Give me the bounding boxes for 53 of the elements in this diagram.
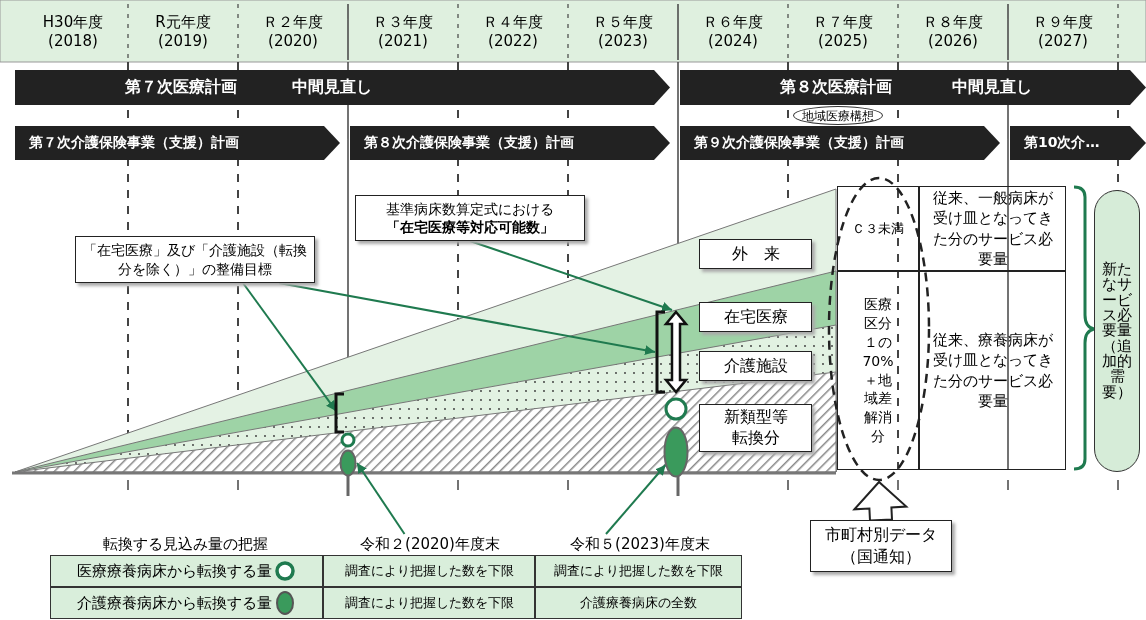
plan-banner [15, 70, 670, 105]
callout-box: 「在宅医療」及び「介護施設（転換分を除く）」の整備目標 [75, 236, 315, 283]
table-cell: 調査により把握した数を下限 [323, 555, 535, 587]
year-label: Ｒ２年度 (2020) [262, 11, 324, 52]
category-box: 在宅医療 [699, 302, 812, 332]
bracket-mark [333, 392, 345, 434]
year-label: Ｒ３年度 (2021) [372, 11, 434, 52]
table-cell: 従来、療養病床が受け皿となってきた分のサービス必要量 [919, 271, 1066, 470]
region-plan-oval: 地域医療構想 [793, 106, 883, 125]
cell-text: 介護療養病床から転換する量 [77, 593, 272, 613]
year-label: Ｒ６年度 (2024) [702, 11, 764, 52]
data-source-box: 市町村別データ（国通知） [810, 520, 952, 572]
table-cell: 調査により把握した数を下限 [535, 555, 742, 587]
plan-title: 第７次医療計画 [125, 77, 237, 98]
dashed-oval [827, 176, 931, 482]
arrow [469, 240, 673, 312]
arrow [605, 464, 667, 535]
column-heading: 令和２(2020)年度末 [345, 534, 515, 554]
year-label: R元年度 (2019) [154, 11, 212, 52]
plan-title: 第８次医療計画 [780, 77, 892, 98]
plan-banner [680, 70, 1146, 105]
arrow [242, 282, 337, 412]
circle-marker [340, 432, 356, 448]
year-label: Ｒ８年度 (2026) [922, 11, 984, 52]
callout-box: 基準病床数算定式における「在宅医療等対応可能数」 [355, 195, 585, 241]
arrow [278, 282, 656, 356]
year-label: Ｒ５年度 (2023) [592, 11, 654, 52]
ellipse-marker [339, 449, 357, 477]
plan-note: 中間見直し [952, 77, 1032, 98]
category-box: 介護施設 [699, 351, 812, 381]
category-box: 新類型等転換分 [699, 404, 812, 452]
block-arrow [852, 480, 909, 522]
arrow [356, 462, 406, 535]
year-label: Ｒ７年度 (2025) [812, 11, 874, 52]
vertical-label-pill: 新たなサービス必要量（追加的需要） [1094, 190, 1140, 472]
plan-banner: 第９次介護保険事業（支援）計画 [680, 126, 1000, 160]
plan-note: 中間見直し [292, 77, 372, 98]
table-cell: 従来、一般病床が受け皿となってきた分のサービス必要量 [919, 186, 1066, 271]
column-heading: 令和５(2023)年度末 [555, 534, 725, 554]
year-label: Ｒ９年度 (2027) [1032, 11, 1094, 52]
circle-marker [664, 397, 688, 421]
column-heading: 転換する見込み量の把握 [101, 534, 269, 554]
table-cell: 調査により把握した数を下限 [323, 587, 535, 619]
plan-banner: 第７次介護保険事業（支援）計画 [15, 126, 340, 160]
ellipse-marker [663, 426, 689, 478]
plan-banner: 第10次介… [1010, 126, 1146, 160]
double-arrow [655, 310, 689, 394]
year-label: Ｒ４年度 (2022) [482, 11, 544, 52]
plan-banner: 第８次介護保険事業（支援）計画 [350, 126, 670, 160]
year-label: H30年度 (2018) [41, 11, 105, 52]
category-box: 外 来 [699, 239, 812, 269]
cell-text: 医療療養病床から転換する量 [77, 561, 272, 581]
table-cell: 介護療養病床の全数 [535, 587, 742, 619]
